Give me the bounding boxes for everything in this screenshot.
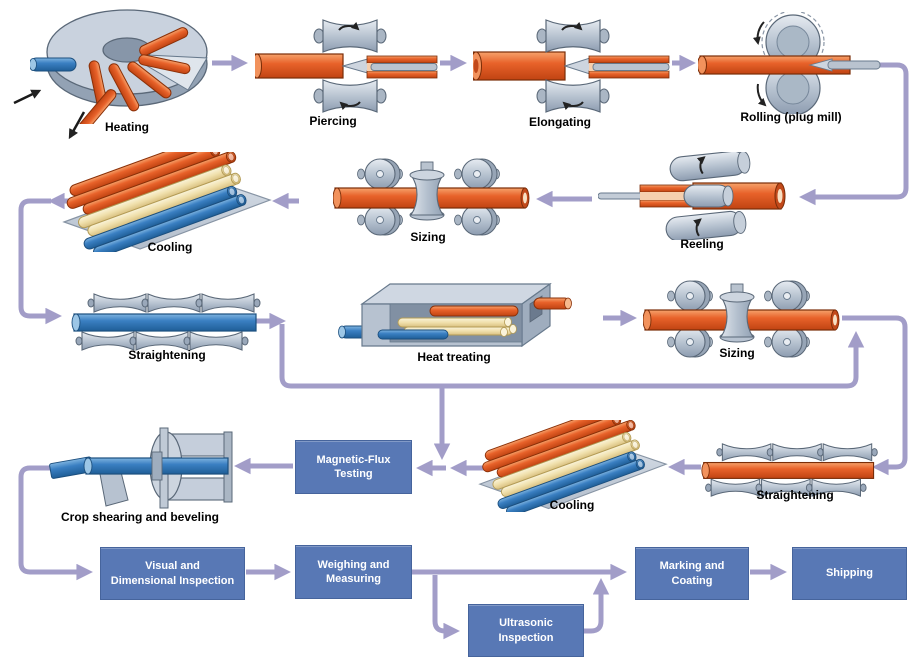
box-line: Ultrasonic bbox=[499, 617, 553, 630]
crop-shearing-machine-icon bbox=[49, 427, 233, 509]
box-line: Shipping bbox=[825, 567, 874, 580]
station-label-sizing-1: Sizing bbox=[410, 230, 446, 244]
box-line: Marking and bbox=[659, 560, 725, 573]
box-line: Visual and bbox=[145, 560, 200, 573]
marking-coating-box: Marking and Coating bbox=[635, 547, 749, 600]
cooling-bed-icon bbox=[478, 420, 668, 512]
weighing-measuring-box: Weighing and Measuring bbox=[295, 545, 412, 599]
box-line: Inspection bbox=[498, 631, 554, 644]
shipping-box: Shipping bbox=[792, 547, 907, 600]
station-label-reeling: Reeling bbox=[680, 237, 724, 251]
box-line: Testing bbox=[334, 468, 373, 480]
elongating-mill-icon bbox=[473, 19, 670, 113]
bypass-line bbox=[279, 324, 865, 389]
mandrel-rod bbox=[827, 60, 881, 70]
station-label-rolling: Rolling (plug mill) bbox=[740, 110, 842, 124]
straightening-machine-icon bbox=[71, 293, 261, 351]
billet-out-arrow bbox=[68, 111, 86, 140]
piercing-mill-icon bbox=[255, 19, 438, 113]
spool-roll bbox=[409, 161, 445, 221]
hot-pipe-out bbox=[533, 297, 572, 310]
cooling-bed-icon bbox=[62, 152, 272, 252]
box-line: Magnetic-Flux bbox=[316, 453, 391, 466]
heat-treating-furnace-icon bbox=[338, 282, 572, 348]
visual-dimensional-inspection-box: Visual and Dimensional Inspection bbox=[100, 547, 245, 600]
pipes-inside bbox=[377, 305, 519, 340]
reeling-machine-icon bbox=[598, 152, 786, 240]
station-label-piercing: Piercing bbox=[309, 114, 357, 128]
box-line: Measuring bbox=[325, 573, 381, 585]
arrow-crop-to-visual bbox=[18, 465, 93, 581]
cooling-pipes bbox=[65, 152, 249, 252]
box-line: Weighing and bbox=[317, 558, 390, 571]
arrow-cooling-to-straightening bbox=[18, 198, 62, 325]
spool-roll bbox=[719, 283, 755, 343]
arrow-rolling-to-reeling bbox=[799, 62, 909, 206]
station-label-crop-shearing: Crop shearing and beveling bbox=[60, 510, 220, 524]
pipe bbox=[703, 461, 875, 479]
station-label-elongating: Elongating bbox=[529, 115, 591, 129]
plug-mill-icon bbox=[698, 12, 881, 114]
box-line: Coating bbox=[671, 574, 713, 587]
piercing-rolls bbox=[313, 19, 387, 113]
station-label-cooling-1: Cooling bbox=[147, 240, 193, 254]
rotary-hearth-furnace-icon bbox=[30, 9, 208, 124]
mandrel-rod bbox=[592, 63, 670, 71]
heated-billets bbox=[78, 27, 191, 124]
arrow-down-to-ultrasonic bbox=[432, 575, 460, 640]
station-label-sizing-2: Sizing bbox=[719, 346, 755, 360]
mandrel-rod bbox=[598, 192, 647, 200]
station-label-cooling-2: Cooling bbox=[549, 498, 595, 512]
arrow-ultrasonic-up bbox=[584, 578, 610, 634]
arrow-sizing-to-straightening bbox=[842, 315, 908, 476]
station-label-heating: Heating bbox=[104, 120, 149, 134]
box-line: Dimensional Inspection bbox=[110, 574, 235, 587]
station-label-heat-treating: Heat treating bbox=[417, 350, 491, 364]
cold-billet-in bbox=[30, 57, 77, 72]
middle-roll bbox=[683, 184, 734, 208]
billet-in-arrow bbox=[13, 89, 42, 105]
ultrasonic-inspection-box: Ultrasonic Inspection bbox=[468, 604, 584, 657]
station-label-straightening-1: Straightening bbox=[128, 348, 206, 362]
magnetic-flux-testing-box: Magnetic-Flux Testing bbox=[295, 440, 412, 494]
top-roll bbox=[669, 152, 751, 182]
mandrel-rod bbox=[370, 63, 438, 71]
pipe bbox=[73, 313, 257, 332]
station-label-straightening-2: Straightening bbox=[756, 488, 834, 502]
bottom-roll bbox=[665, 210, 747, 240]
sizing-mill-icon bbox=[333, 158, 530, 236]
elongating-rolls bbox=[536, 19, 610, 113]
sizing-mill-icon bbox=[643, 280, 840, 358]
